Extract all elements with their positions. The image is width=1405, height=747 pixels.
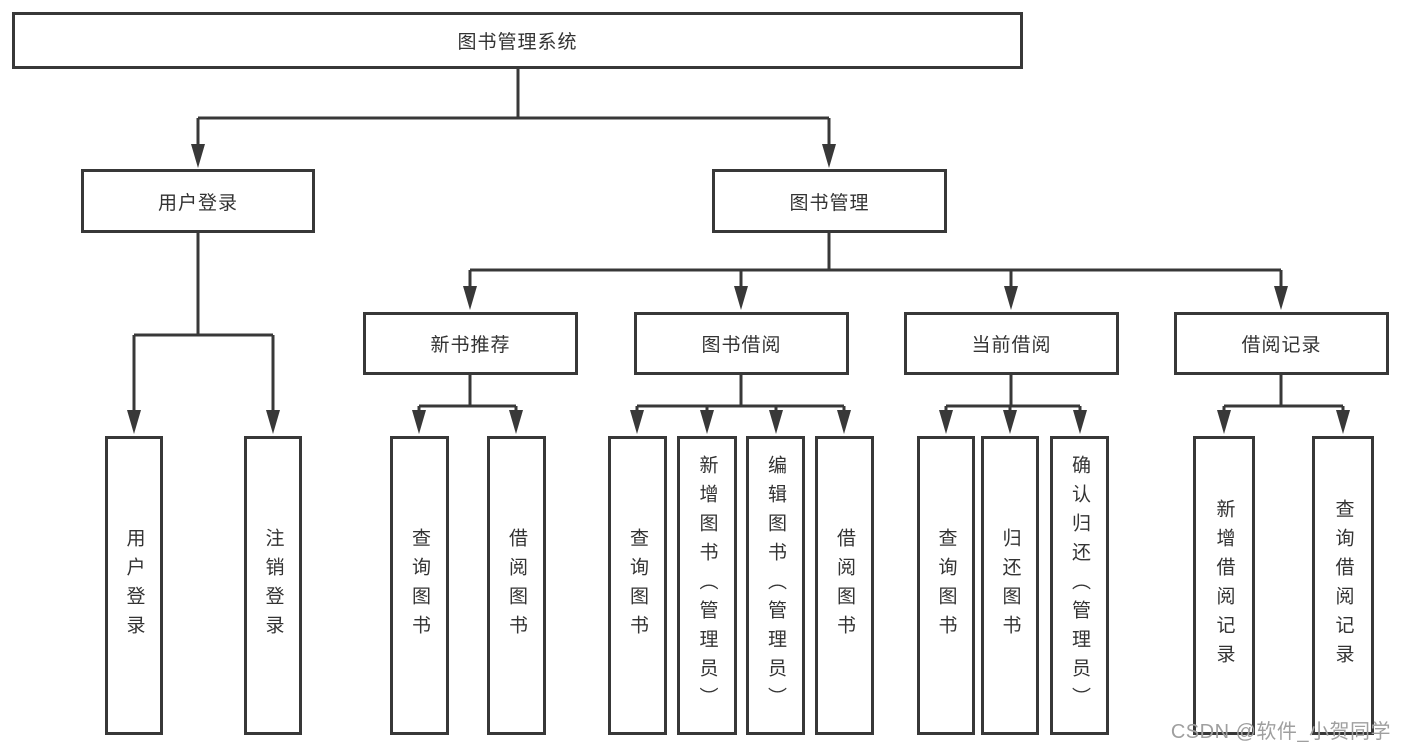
node-new-book-recommend: 新书推荐	[363, 312, 578, 375]
arrow-down-icon	[939, 410, 953, 434]
connector-root-to-level2	[191, 69, 836, 168]
arrow-down-icon	[734, 286, 748, 310]
node-label: 查询借阅记录	[1332, 498, 1354, 673]
leaf-borrow-query-books: 查询图书	[608, 436, 667, 735]
node-label: 借阅图书	[506, 527, 527, 644]
leaf-query-borrow-record: 查询借阅记录	[1312, 436, 1374, 735]
arrow-down-icon	[266, 410, 280, 434]
csdn-watermark: CSDN @软件_小贺同学	[1170, 721, 1391, 743]
leaf-edit-books-admin: 编辑图书（管理员）	[746, 436, 805, 735]
arrow-down-icon	[1003, 410, 1017, 434]
node-label: 用户登录	[157, 192, 238, 214]
node-user-login: 用户登录	[81, 169, 315, 233]
leaf-logout: 注销登录	[244, 436, 302, 735]
leaf-current-query-books: 查询图书	[917, 436, 975, 735]
arrow-down-icon	[412, 410, 426, 434]
arrow-down-icon	[509, 410, 523, 434]
node-label: 用户登录	[123, 527, 145, 644]
node-label: 新书推荐	[430, 335, 511, 356]
node-label: 当前借阅	[971, 335, 1052, 356]
connector-new-book-to-leaves	[412, 375, 523, 434]
arrow-down-icon	[1217, 410, 1231, 434]
leaf-new-book-query-books: 查询图书	[390, 436, 449, 735]
node-label: 图书管理	[789, 192, 870, 214]
node-library-system: 图书管理系统	[12, 12, 1023, 69]
node-label: 图书借阅	[701, 335, 782, 356]
connector-book-mgmt-to-level3	[463, 233, 1288, 310]
node-label: 编辑图书（管理员）	[765, 455, 786, 716]
arrow-down-icon	[463, 286, 477, 310]
arrow-down-icon	[1004, 286, 1018, 310]
node-label: 归还图书	[999, 527, 1021, 644]
node-label: 查询图书	[409, 527, 430, 644]
node-borrowing-records: 借阅记录	[1174, 312, 1389, 375]
node-label: 查询图书	[935, 527, 957, 644]
leaf-add-borrow-record: 新增借阅记录	[1193, 436, 1255, 735]
connector-borrow-records-to-leaves	[1217, 375, 1350, 434]
arrow-down-icon	[837, 410, 851, 434]
node-book-management: 图书管理	[712, 169, 947, 233]
node-current-borrowing: 当前借阅	[904, 312, 1119, 375]
node-label: 确认归还（管理员）	[1069, 455, 1090, 716]
node-label: 查询图书	[627, 527, 648, 644]
leaf-return-books: 归还图书	[981, 436, 1039, 735]
node-label: 借阅图书	[834, 527, 855, 644]
leaf-new-book-borrow-books: 借阅图书	[487, 436, 546, 735]
arrow-down-icon	[1336, 410, 1350, 434]
arrow-down-icon	[822, 144, 836, 168]
arrow-down-icon	[630, 410, 644, 434]
leaf-add-books-admin: 新增图书（管理员）	[677, 436, 737, 735]
connector-book-borrow-to-leaves	[630, 375, 851, 434]
leaf-borrow-books: 借阅图书	[815, 436, 874, 735]
arrow-down-icon	[700, 410, 714, 434]
arrow-down-icon	[769, 410, 783, 434]
node-label: 注销登录	[262, 527, 284, 644]
node-book-borrowing: 图书借阅	[634, 312, 849, 375]
connector-current-borrow-to-leaves	[939, 375, 1087, 434]
arrow-down-icon	[191, 144, 205, 168]
arrow-down-icon	[1274, 286, 1288, 310]
connector-user-login-to-leaves	[127, 233, 280, 434]
arrow-down-icon	[1073, 410, 1087, 434]
node-label: 新增图书（管理员）	[696, 455, 718, 716]
leaf-confirm-return-admin: 确认归还（管理员）	[1050, 436, 1109, 735]
arrow-down-icon	[127, 410, 141, 434]
leaf-user-login: 用户登录	[105, 436, 163, 735]
node-label: 借阅记录	[1241, 335, 1322, 356]
node-label: 图书管理系统	[457, 32, 578, 53]
node-label: 新增借阅记录	[1213, 498, 1235, 673]
